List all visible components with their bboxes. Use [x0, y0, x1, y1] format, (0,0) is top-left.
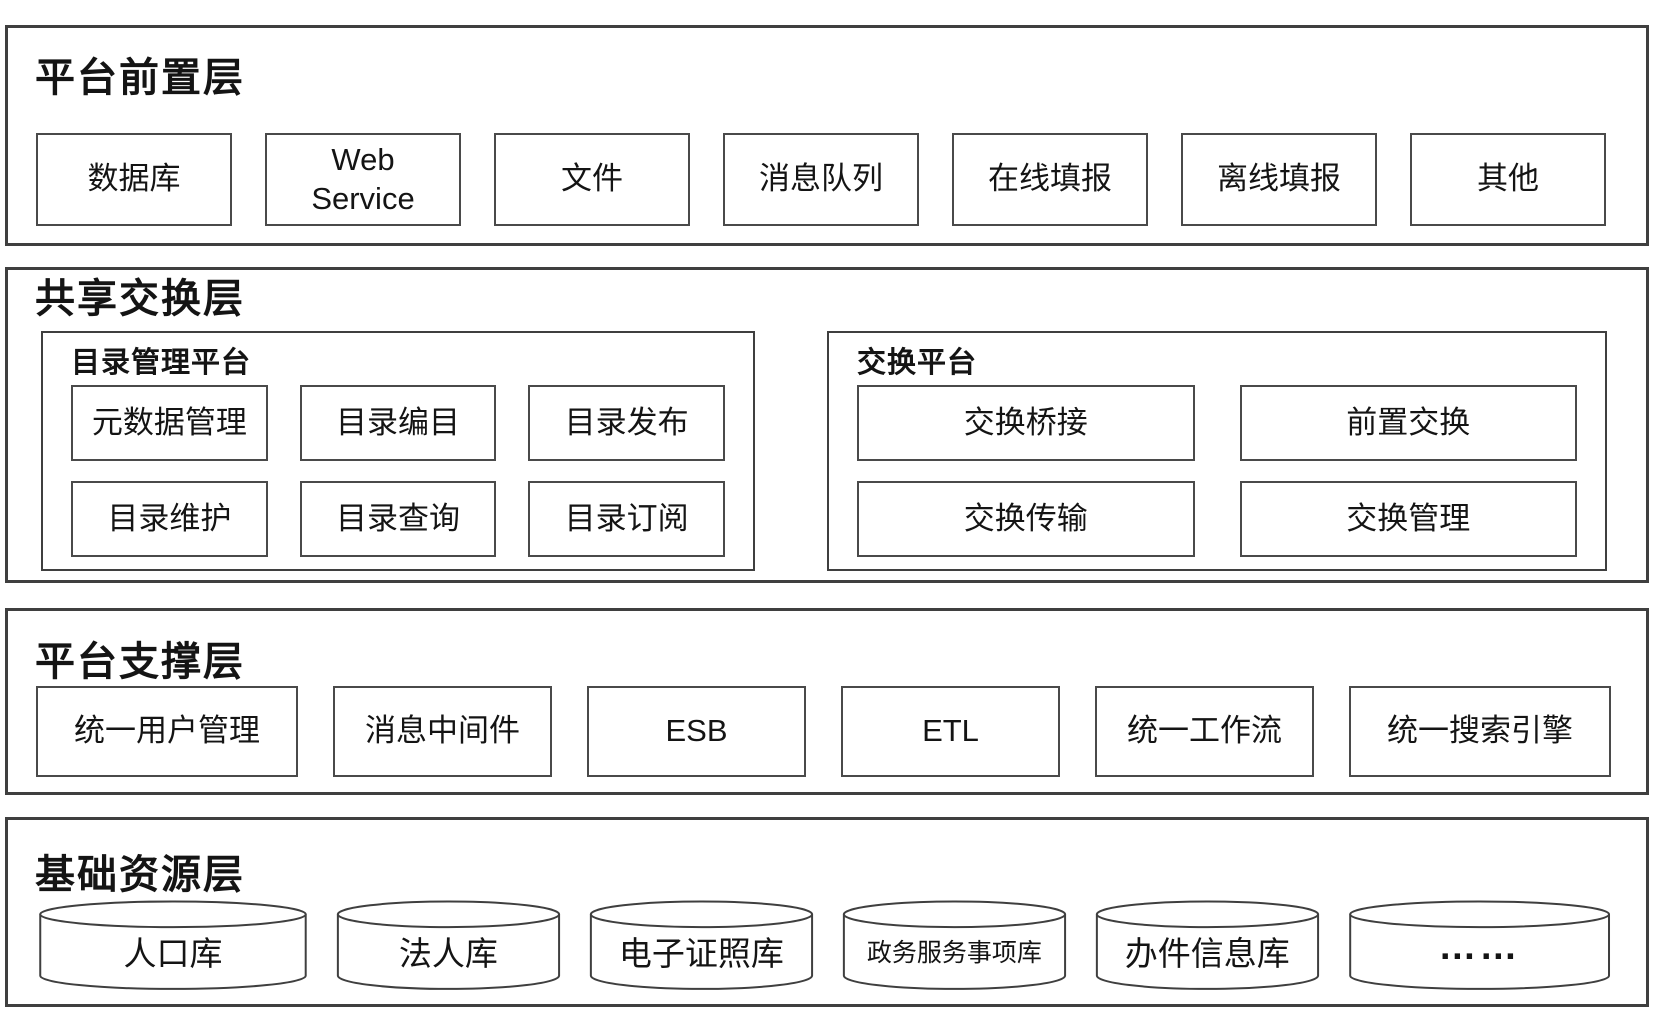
box-catalog-publish: 目录发布 — [528, 385, 726, 461]
layer-resource-cylinder-row: 人口库 法人库 电子证照库 — [38, 900, 1611, 992]
database-population-label: 人口库 — [123, 935, 223, 972]
layer-exchange: 共享交换层 目录管理平台 元数据管理 目录编目 目录发布 目录维护 目录查询 目… — [5, 267, 1649, 583]
box-esb: ESB — [587, 686, 806, 777]
database-ellipsis-label: …… — [1438, 925, 1521, 968]
panel-exchange-title: 交换平台 — [857, 347, 978, 379]
box-message-middleware: 消息中间件 — [333, 686, 552, 777]
layer-support-box-row: 统一用户管理 消息中间件 ESB ETL 统一工作流 统一搜索引擎 — [36, 686, 1611, 777]
box-etl: ETL — [841, 686, 1060, 777]
layer-front: 平台前置层 数据库 Web Service 文件 消息队列 在线填报 离线填报 … — [5, 25, 1649, 246]
box-message-queue: 消息队列 — [723, 133, 919, 226]
database-cylinder-icon — [589, 900, 814, 992]
box-catalog-subscription: 目录订阅 — [528, 481, 726, 557]
layer-resource: 基础资源层 人口库 法人库 — [5, 817, 1649, 1007]
panel-catalog-grid: 元数据管理 目录编目 目录发布 目录维护 目录查询 目录订阅 — [71, 385, 726, 557]
box-catalog-maintenance: 目录维护 — [71, 481, 268, 557]
box-exchange-bridge: 交换桥接 — [857, 385, 1195, 461]
box-exchange-transfer: 交换传输 — [857, 481, 1195, 557]
panel-exchange-row-2: 交换传输 交换管理 — [857, 481, 1577, 557]
database-legal-entity-label: 法人库 — [398, 935, 498, 972]
panel-catalog-management: 目录管理平台 元数据管理 目录编目 目录发布 目录维护 目录查询 目录订阅 — [41, 331, 755, 571]
database-cylinder-icon — [1095, 900, 1320, 992]
panel-catalog-row-1: 元数据管理 目录编目 目录发布 — [71, 385, 726, 461]
box-unified-search-engine: 统一搜索引擎 — [1349, 686, 1611, 777]
database-ellipsis: …… — [1348, 900, 1611, 992]
box-catalog-query: 目录查询 — [299, 481, 497, 557]
database-cylinder-icon — [1348, 900, 1611, 992]
layer-front-title: 平台前置层 — [35, 56, 245, 100]
box-database: 数据库 — [36, 133, 232, 226]
box-catalog-compilation: 目录编目 — [299, 385, 497, 461]
database-cylinder-icon — [38, 900, 308, 992]
database-case-information-label: 办件信息库 — [1124, 935, 1290, 972]
box-online-reporting: 在线填报 — [952, 133, 1148, 226]
box-unified-workflow: 统一工作流 — [1095, 686, 1314, 777]
box-metadata-management: 元数据管理 — [71, 385, 268, 461]
box-file: 文件 — [494, 133, 690, 226]
box-web-service: Web Service — [265, 133, 461, 226]
database-government-service-items: 政务服务事项库 — [842, 900, 1067, 992]
panel-catalog-title: 目录管理平台 — [71, 347, 252, 379]
panel-exchange-platform: 交换平台 交换桥接 前置交换 交换传输 交换管理 — [827, 331, 1607, 571]
layer-support-title: 平台支撑层 — [35, 640, 245, 684]
database-government-service-items-label: 政务服务事项库 — [866, 939, 1042, 967]
database-population: 人口库 — [38, 900, 308, 992]
layer-resource-title: 基础资源层 — [35, 853, 245, 897]
box-unified-user-management: 统一用户管理 — [36, 686, 298, 777]
layer-exchange-title: 共享交换层 — [35, 277, 245, 321]
box-front-exchange: 前置交换 — [1239, 385, 1577, 461]
layer-front-box-row: 数据库 Web Service 文件 消息队列 在线填报 离线填报 其他 — [36, 133, 1606, 226]
panel-exchange-row-1: 交换桥接 前置交换 — [857, 385, 1577, 461]
database-electronic-license-label: 电子证照库 — [618, 935, 784, 972]
panel-exchange-grid: 交换桥接 前置交换 交换传输 交换管理 — [857, 385, 1577, 557]
database-case-information: 办件信息库 — [1095, 900, 1320, 992]
database-cylinder-icon — [336, 900, 561, 992]
box-other: 其他 — [1410, 133, 1606, 226]
layer-support: 平台支撑层 统一用户管理 消息中间件 ESB ETL 统一工作流 统一搜索引擎 — [5, 608, 1649, 795]
database-electronic-license: 电子证照库 — [589, 900, 814, 992]
box-exchange-management: 交换管理 — [1239, 481, 1577, 557]
database-cylinder-icon — [842, 900, 1067, 992]
panel-catalog-row-2: 目录维护 目录查询 目录订阅 — [71, 481, 726, 557]
box-offline-reporting: 离线填报 — [1181, 133, 1377, 226]
database-legal-entity: 法人库 — [336, 900, 561, 992]
